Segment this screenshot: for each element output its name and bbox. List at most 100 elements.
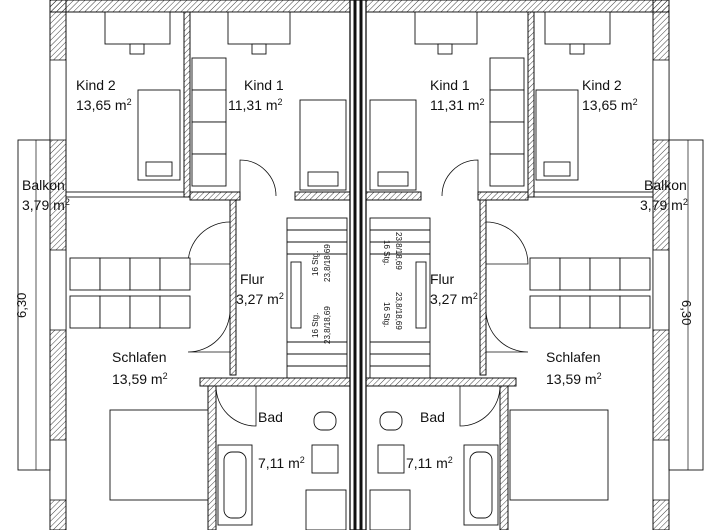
- room-name-kind2-left: Kind 2: [76, 77, 116, 93]
- area-sup: 2: [163, 371, 168, 381]
- area-sup: 2: [480, 97, 485, 107]
- room-area-kind2-right: 13,65 m2: [582, 97, 638, 113]
- area-value: 3,27 m: [430, 291, 473, 307]
- room-area-schlafen-right: 13,59 m2: [546, 371, 602, 387]
- desk: [104, 11, 171, 45]
- desk: [227, 11, 291, 45]
- door-swing: [441, 159, 479, 197]
- balcony-left: [17, 139, 51, 471]
- desk: [544, 11, 611, 45]
- area-value: 7,11 m: [406, 455, 448, 471]
- stair-steps-right: [370, 229, 430, 367]
- window: [49, 59, 67, 141]
- stair-ratio-upper-right: 23,8/18,69: [394, 232, 403, 270]
- stair-steps-lower-right: 16 Stg.: [382, 302, 391, 327]
- shower: [305, 489, 347, 530]
- pillow: [307, 171, 339, 187]
- room-area-kind1-right: 11,31 m2: [430, 97, 485, 113]
- sink: [377, 444, 405, 474]
- stair-ratio-upper-left: 23,8/18,69: [323, 244, 332, 282]
- room-area-balkon-left: 3,79 m2: [22, 197, 70, 213]
- wall-bad-side-left: [207, 385, 217, 530]
- room-name-schlafen-right: Schlafen: [546, 349, 600, 365]
- wall-bad-top-left: [199, 377, 351, 387]
- room-name-bad-right: Bad: [420, 409, 445, 425]
- window: [652, 249, 670, 331]
- room-name-flur-right: Flur: [430, 271, 454, 287]
- area-sup: 2: [633, 97, 638, 107]
- window: [49, 439, 67, 501]
- toilet: [379, 411, 403, 431]
- window: [652, 59, 670, 141]
- door-swing: [485, 221, 529, 265]
- wall-flur-right: [479, 199, 487, 376]
- stair-steps-upper-left: 16 Stg.: [311, 251, 320, 276]
- area-value: 11,31 m: [430, 97, 480, 113]
- room-name-kind1-right: Kind 1: [430, 77, 470, 93]
- desk: [414, 11, 478, 45]
- stair-ratio-lower-right: 23,8/18,69: [394, 292, 403, 330]
- area-value: 7,11 m: [258, 455, 300, 471]
- room-name-flur-left: Flur: [240, 271, 264, 287]
- dimension-label-left: 6,30: [14, 293, 29, 318]
- wardrobe: [69, 257, 191, 329]
- area-sup: 2: [300, 455, 305, 465]
- window: [652, 439, 670, 501]
- room-name-balkon-right: Balkon: [644, 177, 687, 193]
- party-wall: [349, 0, 367, 530]
- room-name-balkon-left: Balkon: [22, 177, 65, 193]
- wall-kind-divider-left: [183, 11, 191, 198]
- stair-left: [286, 217, 348, 379]
- door-swing: [485, 309, 529, 353]
- area-sup: 2: [448, 455, 453, 465]
- wardrobe: [191, 57, 227, 187]
- window: [49, 249, 67, 331]
- room-area-bad-right: 7,11 m2: [406, 455, 453, 471]
- toilet: [313, 411, 337, 431]
- room-area-flur-left: 3,27 m2: [236, 291, 284, 307]
- dimension-label-right: 6,30: [679, 300, 694, 325]
- area-sup: 2: [279, 291, 284, 301]
- area-value: 3,79 m: [640, 197, 683, 213]
- wardrobe: [489, 57, 525, 187]
- area-value: 3,79 m: [22, 197, 65, 213]
- area-value: 11,31 m: [228, 97, 278, 113]
- outer-wall-top-right: [365, 0, 670, 13]
- wall-kind2-bottom-right: [533, 191, 654, 198]
- double-bed: [109, 409, 209, 501]
- pillow: [145, 161, 173, 177]
- balcony-right: [668, 139, 704, 471]
- wall-bad-top-right: [365, 377, 517, 387]
- door-swing: [239, 159, 277, 197]
- area-sup: 2: [127, 97, 132, 107]
- bathtub-inner: [223, 451, 247, 519]
- area-value: 13,65 m: [76, 97, 127, 113]
- stair-ratio-lower-left: 23,8/18,69: [323, 306, 332, 344]
- wall-kind-bottom-left: [189, 191, 241, 201]
- door-swing: [215, 385, 257, 427]
- outer-wall-top-left: [49, 0, 351, 13]
- area-sup: 2: [65, 197, 70, 207]
- area-sup: 2: [683, 197, 688, 207]
- sink: [311, 444, 339, 474]
- chair: [251, 43, 267, 55]
- door-swing: [187, 309, 231, 353]
- stair-steps-lower-left: 16 Stg.: [311, 313, 320, 338]
- area-sup: 2: [278, 97, 283, 107]
- room-area-kind1-left: 11,31 m2: [228, 97, 283, 113]
- wall-flur-left: [229, 199, 237, 376]
- room-area-schlafen-left: 13,59 m2: [112, 371, 168, 387]
- wall-kind2-bottom-left: [65, 191, 185, 198]
- room-name-schlafen-left: Schlafen: [112, 349, 166, 365]
- room-area-balkon-right: 3,79 m2: [640, 197, 688, 213]
- room-name-kind2-right: Kind 2: [582, 77, 622, 93]
- door-swing: [459, 385, 501, 427]
- area-value: 3,27 m: [236, 291, 279, 307]
- room-name-bad-left: Bad: [258, 409, 283, 425]
- room-area-bad-left: 7,11 m2: [258, 455, 305, 471]
- room-area-kind2-left: 13,65 m2: [76, 97, 132, 113]
- double-bed: [509, 409, 609, 501]
- bathtub-inner: [469, 451, 493, 519]
- stair-steps-left: [287, 229, 347, 367]
